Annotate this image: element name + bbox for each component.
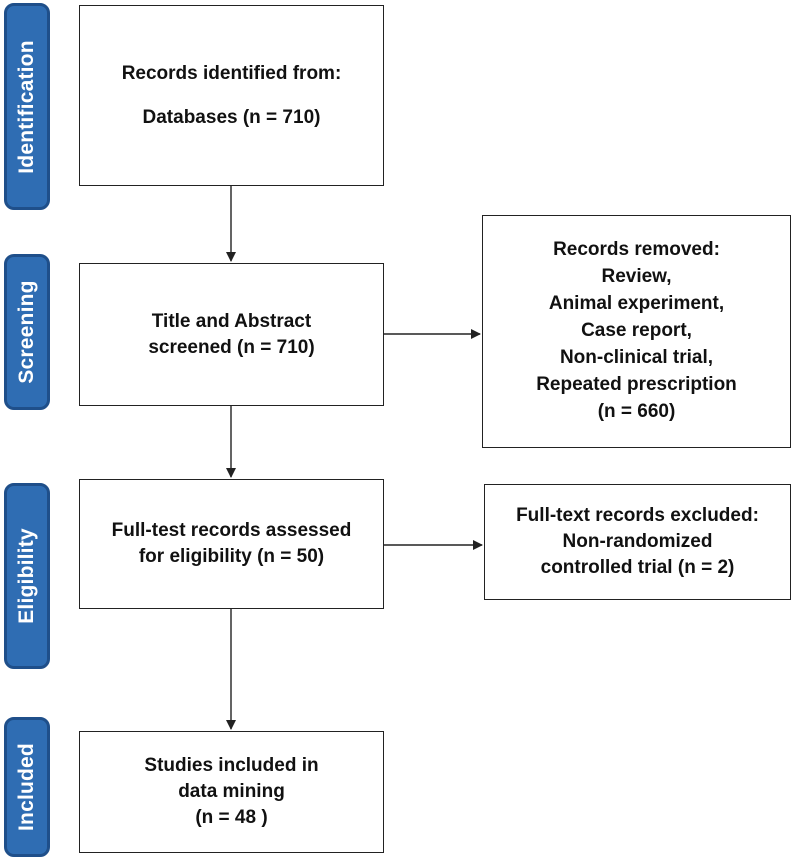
- full-text-excluded-box: Full-text records excluded: Non-randomiz…: [484, 484, 791, 600]
- stage-eligibility: Eligibility: [4, 483, 50, 669]
- stage-identification: Identification: [4, 3, 50, 210]
- studies-included-box: Studies included in data mining (n = 48 …: [79, 731, 384, 853]
- screened-line-1: Title and Abstract: [151, 310, 312, 332]
- included-line-2: data mining: [178, 781, 285, 803]
- included-line-1: Studies included in: [144, 755, 319, 777]
- records-removed-heading: Records removed:: [553, 239, 720, 261]
- records-identified-heading: Records identified from:: [121, 62, 342, 84]
- assessed-line-2: for eligibility (n = 50): [138, 546, 325, 567]
- excluded-line-2: Non-randomized: [562, 531, 713, 553]
- full-text-assessed-box: Full-test records assessed for eligibili…: [79, 479, 384, 609]
- records-identified-box: Records identified from: Databases (n = …: [79, 5, 384, 186]
- included-count: (n = 48 ): [195, 806, 268, 828]
- removed-reason-animal: Animal experiment,: [548, 293, 725, 315]
- removed-reason-case-report: Case report,: [581, 320, 692, 342]
- screened-line-2: screened (n = 710): [148, 336, 315, 358]
- records-removed-box: Records removed: Review, Animal experime…: [482, 215, 791, 448]
- excluded-heading: Full-text records excluded:: [516, 505, 759, 527]
- removed-reason-review: Review,: [601, 266, 672, 288]
- records-removed-count: (n = 660): [597, 400, 676, 422]
- removed-reason-non-clinical: Non-clinical trial,: [559, 346, 714, 368]
- assessed-line-1: Full-test records assessed: [111, 520, 352, 542]
- stage-included: Included: [4, 717, 50, 857]
- excluded-line-3: controlled trial (n = 2): [540, 556, 735, 578]
- removed-reason-repeated: Repeated prescription: [536, 373, 737, 395]
- title-abstract-screened-box: Title and Abstract screened (n = 710): [79, 263, 384, 406]
- records-identified-detail: Databases (n = 710): [142, 106, 321, 128]
- stage-screening: Screening: [4, 254, 50, 410]
